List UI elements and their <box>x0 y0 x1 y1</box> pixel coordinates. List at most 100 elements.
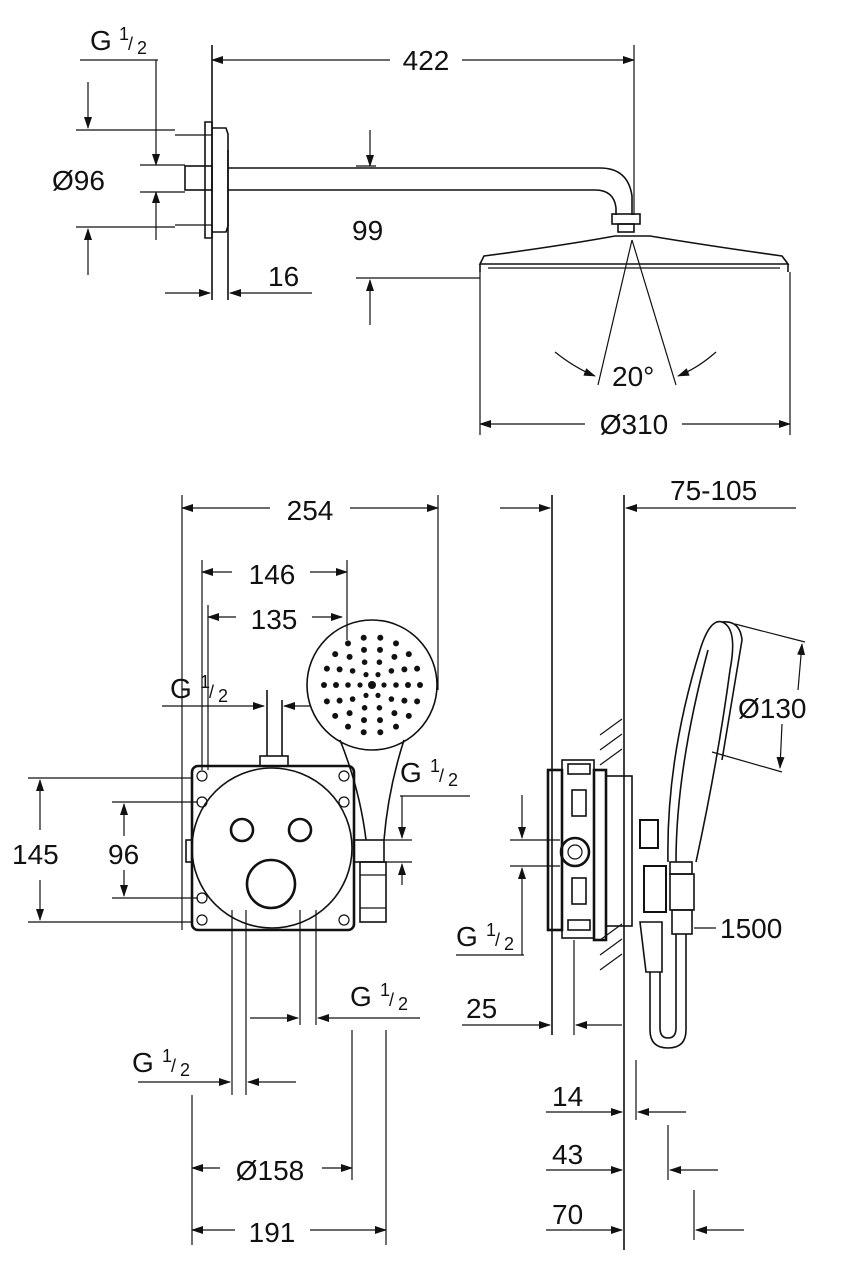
nozzle-dot <box>405 682 411 688</box>
nozzle-dot <box>323 698 330 705</box>
nozzle-dot <box>345 723 351 730</box>
thread-label-side: G <box>456 921 478 952</box>
hatch-line <box>599 748 623 766</box>
nozzle-dot <box>323 665 330 672</box>
nozzle-dot <box>393 640 399 647</box>
nozzle-center <box>368 681 376 689</box>
nozzle-dot <box>333 682 339 688</box>
hatch-line <box>599 938 623 956</box>
nozzle-dot <box>405 651 412 658</box>
svg-text:1: 1 <box>486 920 496 940</box>
nozzle-dot <box>377 646 383 653</box>
nozzle-dot <box>414 665 421 672</box>
dim-hose-length: 1500 <box>720 913 782 944</box>
nozzle-dot <box>321 682 327 688</box>
wall-hatching <box>599 718 623 971</box>
nozzle-dot <box>388 668 395 674</box>
svg-text:2: 2 <box>218 686 228 706</box>
nozzle-dot <box>401 666 408 673</box>
dim-angle: 20° <box>612 361 654 392</box>
nozzle-dot <box>361 705 368 711</box>
thread-label-valve-top: G <box>170 673 192 704</box>
nozzle-dot <box>336 697 343 704</box>
dim-16: 16 <box>268 261 299 292</box>
nozzle-dot <box>332 651 339 658</box>
svg-text:1: 1 <box>200 672 210 692</box>
nozzle-dot <box>346 710 353 717</box>
nozzle-dot <box>376 705 383 711</box>
dim-422: 422 <box>403 45 450 76</box>
nozzle-dot <box>381 682 387 688</box>
svg-text:1: 1 <box>430 756 440 776</box>
nozzle-dot <box>349 696 356 702</box>
thread-label-bottom-right: G <box>350 981 372 1012</box>
nozzle-dot <box>388 696 395 702</box>
nozzle-dot <box>361 646 367 653</box>
svg-text:/: / <box>128 34 133 54</box>
nozzle-dot <box>391 653 398 660</box>
svg-text:/: / <box>439 766 444 786</box>
nozzle-dot <box>414 698 421 705</box>
dim-valve-dia: Ø158 <box>236 1155 305 1186</box>
dim-head-dia: Ø310 <box>600 409 669 440</box>
nozzle-dot <box>357 682 363 688</box>
svg-text:1: 1 <box>380 980 390 1000</box>
dim-75-105: 75-105 <box>670 475 757 506</box>
nozzle-dot <box>360 634 367 641</box>
svg-text:2: 2 <box>180 1060 190 1080</box>
nozzle-dot <box>332 712 339 719</box>
nozzle-dot <box>349 668 356 674</box>
svg-text:/: / <box>209 682 214 702</box>
svg-text:1: 1 <box>119 24 129 44</box>
nozzle-dot <box>346 653 353 660</box>
valve-side-view: 75-105 Ø130 1500 G 1 / 2 25 14 43 <box>456 475 807 1250</box>
nozzle-dot <box>375 672 381 678</box>
dim-43: 43 <box>552 1139 583 1170</box>
nozzle-dot <box>345 682 351 688</box>
nozzle-dot <box>417 682 423 688</box>
svg-text:1: 1 <box>162 1046 172 1066</box>
dim-254: 254 <box>287 495 334 526</box>
nozzle-dot <box>336 666 343 673</box>
nozzle-dot <box>360 729 367 736</box>
dim-25: 25 <box>466 993 497 1024</box>
thread-label-valve-right: G <box>400 757 422 788</box>
nozzle-dot <box>377 717 383 724</box>
nozzle-dot <box>363 672 369 678</box>
hatch-line <box>599 953 623 971</box>
hatch-line <box>599 718 623 736</box>
nozzle-dot <box>391 710 398 717</box>
svg-text:2: 2 <box>504 934 514 954</box>
dim-99: 99 <box>352 215 383 246</box>
thread-label-bottom-left: G <box>132 1047 154 1078</box>
svg-text:/: / <box>389 990 394 1010</box>
nozzle-dot <box>405 712 412 719</box>
thread-label-top: G <box>90 25 112 56</box>
nozzle-dot <box>361 659 368 665</box>
nozzle-dot <box>363 692 369 699</box>
nozzle-dot <box>376 659 383 665</box>
nozzle-dot <box>377 634 384 641</box>
nozzle-dot <box>345 640 351 647</box>
nozzle-dot <box>393 682 399 688</box>
hatch-line <box>599 733 623 751</box>
dim-70: 70 <box>552 1199 583 1230</box>
dim-145: 145 <box>12 839 59 870</box>
nozzle-dot <box>377 729 384 736</box>
dim-191: 191 <box>249 1217 296 1248</box>
svg-text:2: 2 <box>137 38 147 58</box>
svg-text:2: 2 <box>398 994 408 1014</box>
svg-text:/: / <box>495 930 500 950</box>
nozzle-dot <box>375 692 381 699</box>
dim-96: 96 <box>108 839 139 870</box>
svg-text:2: 2 <box>448 770 458 790</box>
dim-flange-dia: Ø96 <box>52 165 105 196</box>
dim-hand-dia: Ø130 <box>738 693 807 724</box>
dim-135: 135 <box>251 604 298 635</box>
valve-front-view: 254 146 135 G 1 / 2 145 96 G 1 / <box>12 495 470 1248</box>
dim-146: 146 <box>249 559 296 590</box>
nozzle-dot <box>393 723 399 730</box>
nozzle-dot <box>401 697 408 704</box>
svg-text:/: / <box>171 1056 176 1076</box>
